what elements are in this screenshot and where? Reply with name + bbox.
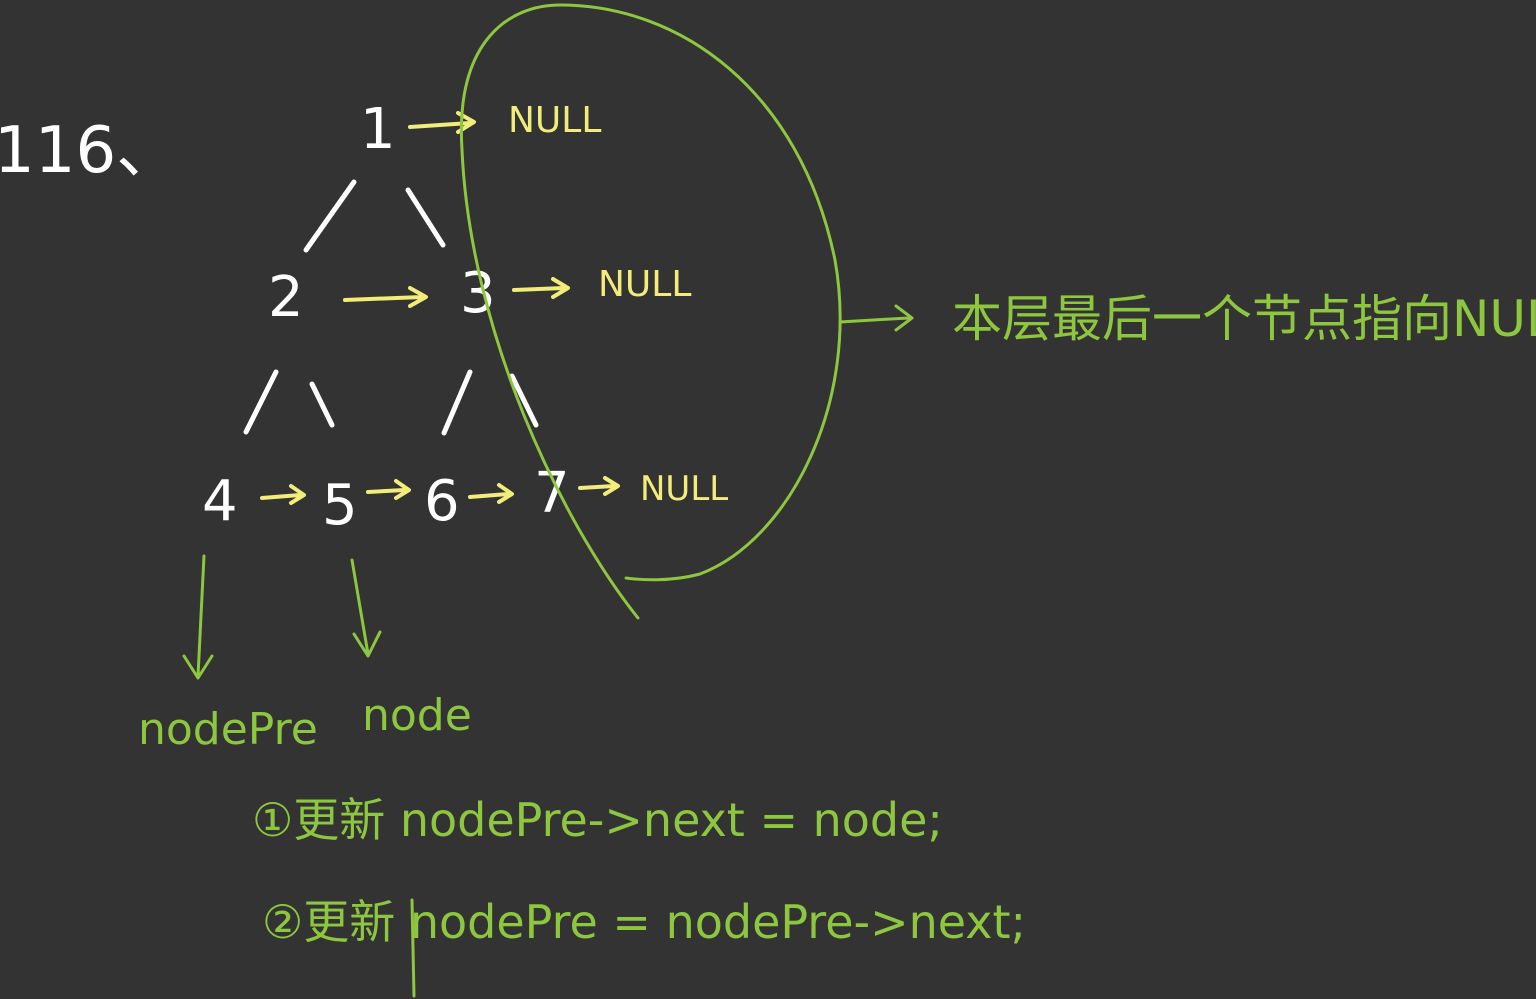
step-1: ①更新 nodePre->next = node; bbox=[252, 793, 943, 847]
tree-node-1: 1 bbox=[360, 97, 396, 162]
arrow-6-to-7 bbox=[468, 483, 514, 504]
next-pointer-arrows bbox=[260, 111, 620, 505]
last-nodes-loop bbox=[459, 3, 842, 620]
node-4-down-arrow bbox=[182, 554, 214, 680]
loop-to-note-arrow bbox=[838, 304, 914, 332]
null-label-level-2: NULL bbox=[598, 264, 691, 305]
null-labels: NULL NULL NULL bbox=[508, 100, 728, 509]
node-5-down-arrow bbox=[350, 558, 382, 658]
arrow-5-to-6 bbox=[366, 479, 411, 500]
pointer-label-current: node bbox=[362, 690, 472, 741]
arrow-2-to-3 bbox=[343, 286, 428, 308]
null-label-level-1: NULL bbox=[508, 100, 601, 141]
arrow-7-to-null bbox=[578, 476, 620, 496]
tree-edges bbox=[243, 179, 539, 436]
pointer-label-prev: nodePre bbox=[138, 704, 318, 755]
tree-node-7: 7 bbox=[534, 461, 570, 526]
problem-number: 116、 bbox=[0, 114, 180, 188]
tree-nodes: 1 2 3 4 5 6 7 bbox=[202, 97, 570, 538]
tree-node-5: 5 bbox=[322, 473, 358, 538]
tree-node-6: 6 bbox=[424, 469, 460, 534]
step-2-tail-stroke bbox=[410, 898, 416, 998]
last-node-note: 本层最后一个节点指向NULL。 bbox=[952, 290, 1536, 348]
tree-node-4: 4 bbox=[202, 469, 238, 534]
arrow-4-to-5 bbox=[260, 484, 306, 505]
step-2: ②更新 nodePre = nodePre->next; bbox=[262, 895, 1026, 949]
arrow-3-to-null bbox=[512, 277, 570, 299]
tree-node-2: 2 bbox=[268, 265, 304, 330]
null-label-level-3: NULL bbox=[640, 469, 728, 509]
arrow-1-to-null bbox=[408, 111, 476, 134]
